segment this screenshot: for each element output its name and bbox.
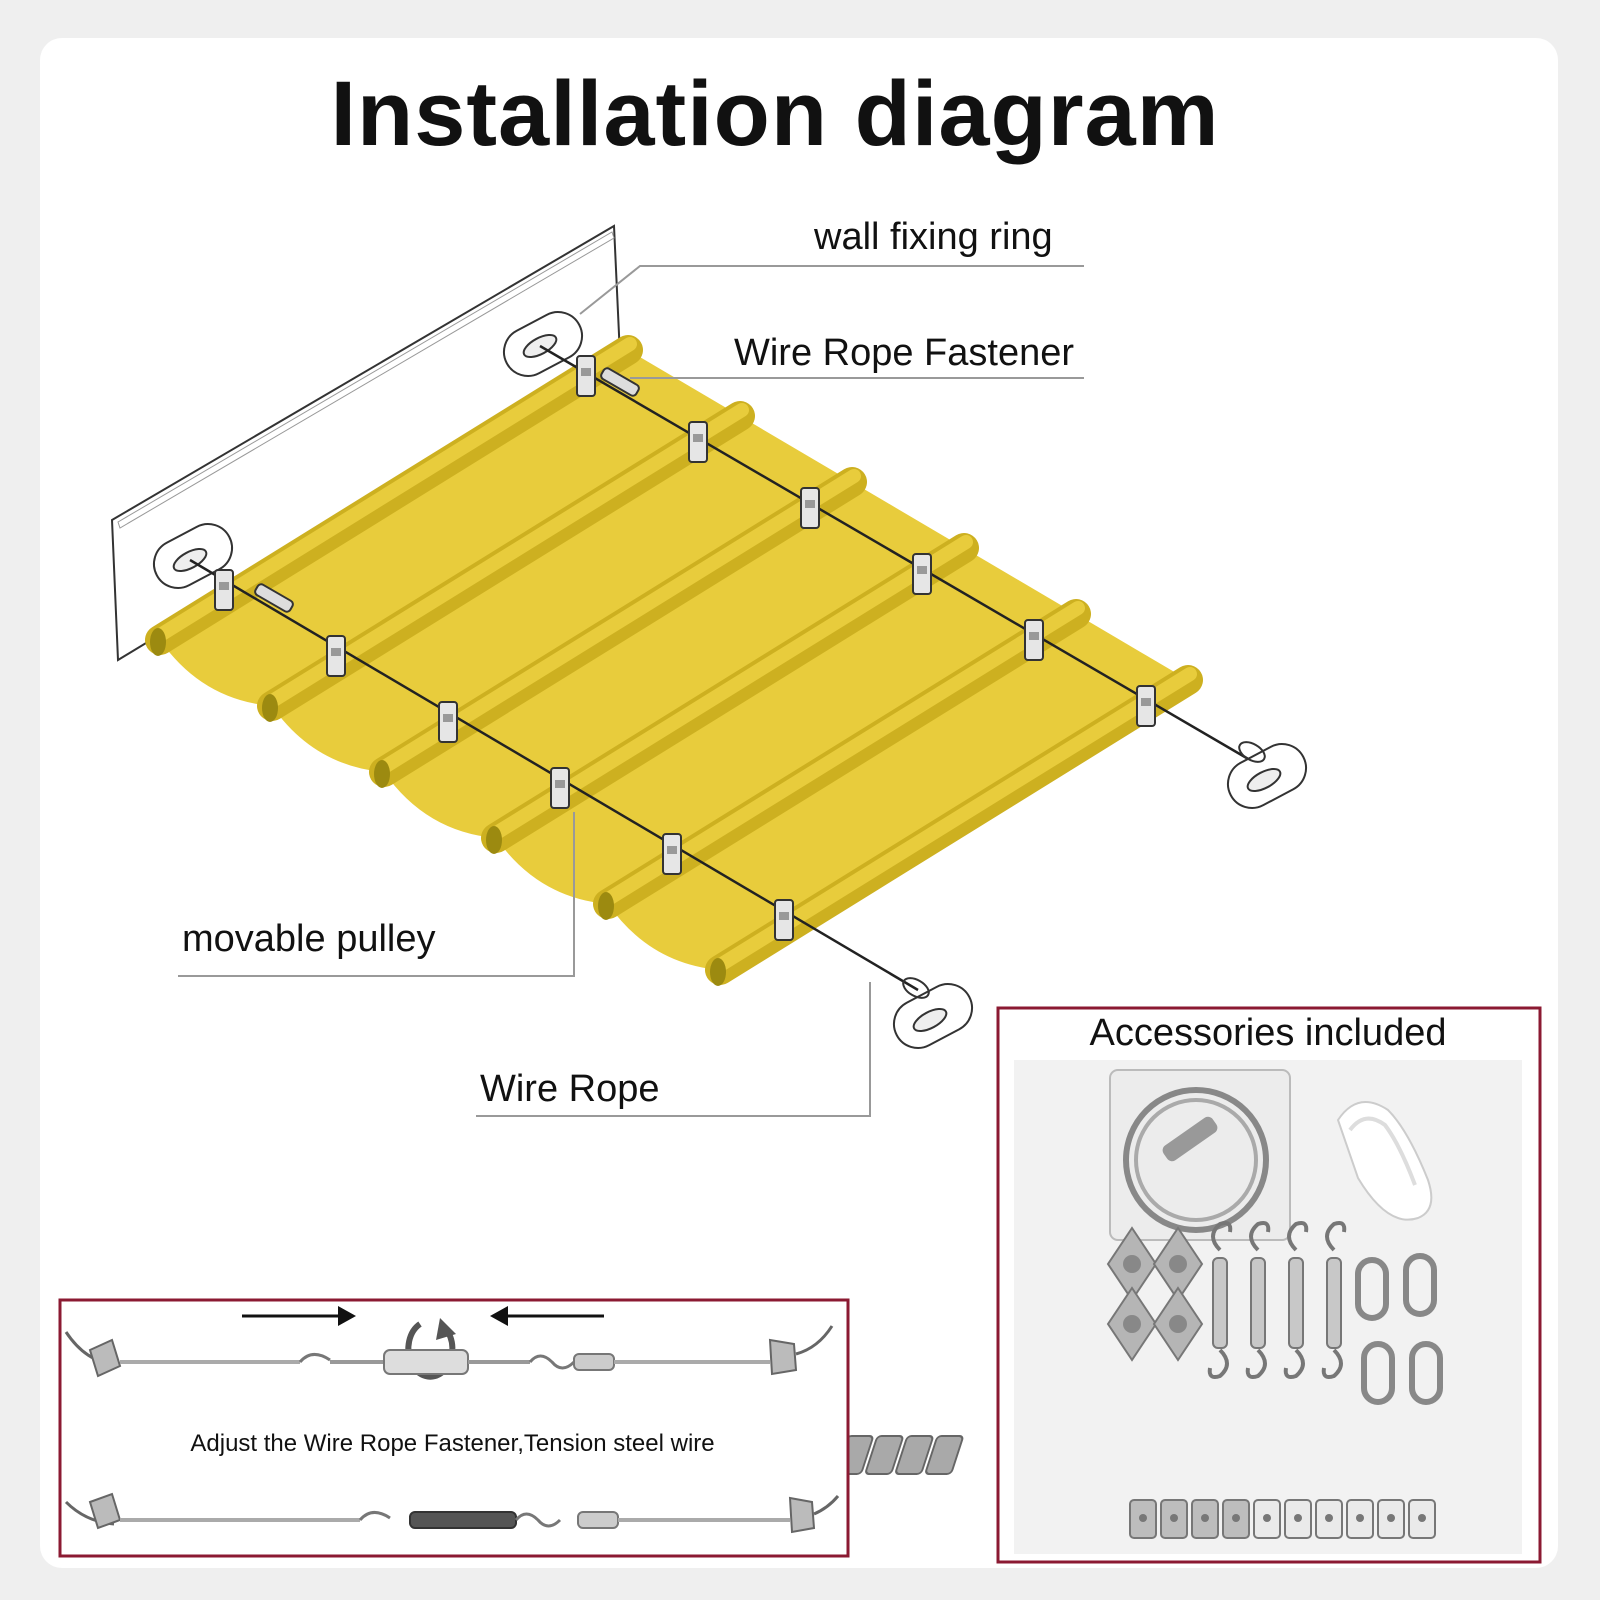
arrow-right-icon: [242, 1306, 356, 1326]
pulley-wheel: [1141, 698, 1151, 706]
awning-rod-end: [486, 826, 502, 854]
post-ring-right: [1226, 741, 1308, 809]
pad-eye-ring: [1123, 1255, 1141, 1273]
clip-pulley-top: [925, 1435, 964, 1475]
turnbuckle-hook-bottom: [1321, 1348, 1343, 1379]
turnbuckle-body: [1326, 1257, 1342, 1349]
pulley-wheel: [805, 500, 815, 508]
clip-pulley-hole: [1418, 1514, 1426, 1522]
awning-rod-highlight: [267, 403, 749, 707]
pulley-wheel: [555, 780, 565, 788]
pad-eye-ring: [1169, 1255, 1187, 1273]
wire-rope-fastener-top: [600, 367, 640, 397]
pulley-wheel: [581, 368, 591, 376]
pulley-wheel: [1029, 632, 1039, 640]
pad-eye-ring: [1123, 1315, 1141, 1333]
awning-rod-end: [262, 694, 278, 722]
turnbuckle-hook-top: [1287, 1221, 1309, 1252]
awning-panels: [145, 335, 1203, 986]
awning-rod-highlight: [491, 535, 973, 839]
wire-assembly-bottom: [64, 1492, 840, 1534]
pad-eyes: [1106, 1226, 1204, 1362]
pulley-wheel: [667, 846, 677, 854]
wire-assembly-top: [64, 1325, 834, 1378]
clip-pulley-hole: [1170, 1514, 1178, 1522]
pulley-wheel: [219, 582, 229, 590]
turnbuckles: [1207, 1221, 1347, 1379]
clip-pulley-hole: [1294, 1514, 1302, 1522]
clip-pulley-hole: [1325, 1514, 1333, 1522]
label-wire-rope-fastener: Wire Rope Fastener: [734, 332, 1075, 374]
pulley-wheel: [331, 648, 341, 656]
turnbuckle-body: [1288, 1257, 1304, 1349]
arrow-left-icon: [490, 1306, 604, 1326]
page-title: Installation diagram: [330, 63, 1220, 165]
awning-fabric-panel: [272, 416, 852, 772]
carabiner: [1403, 1253, 1437, 1317]
clip-pulley-hole: [1139, 1514, 1147, 1522]
awning-fabric-panel: [496, 548, 1076, 904]
leader-wall-ring: [579, 265, 1084, 315]
clip-pulley-hole: [1232, 1514, 1240, 1522]
awning-rod-highlight: [715, 667, 1197, 971]
leader-wire-rope: [476, 982, 871, 1117]
turnbuckle-hook-top: [1325, 1221, 1347, 1252]
carabiner: [1409, 1341, 1443, 1405]
awning-rod-end: [150, 628, 166, 656]
clip-pulley-top: [865, 1435, 904, 1475]
pulley-wheel: [917, 566, 927, 574]
clip-pulley-hole: [1387, 1514, 1395, 1522]
carabiners: [1355, 1253, 1443, 1405]
carabiner: [1361, 1341, 1395, 1405]
awning-rod-end: [710, 958, 726, 986]
turnbuckle-hook-top: [1249, 1221, 1271, 1252]
clip-pulley-hole: [1263, 1514, 1271, 1522]
pulley-wheel: [443, 714, 453, 722]
leader-pulley: [178, 812, 575, 977]
awning-rod-end: [598, 892, 614, 920]
clip-pulley-hole: [1201, 1514, 1209, 1522]
wire-rope-fastener-left: [254, 583, 294, 613]
adjust-caption: Adjust the Wire Rope Fastener,Tension st…: [190, 1430, 715, 1457]
clip-pulley-top: [895, 1435, 934, 1475]
awning-rod-end: [374, 760, 390, 788]
label-wire-rope: Wire Rope: [480, 1068, 660, 1110]
awning-rod-highlight: [379, 469, 861, 773]
movable-pulleys: [214, 355, 1156, 941]
awning-rod-highlight: [603, 601, 1085, 905]
awning-fabric-panel: [160, 350, 740, 706]
awning-fabric-panel: [384, 482, 964, 838]
pulley-wheel: [779, 912, 789, 920]
turnbuckle-hook-bottom: [1207, 1348, 1229, 1379]
pad-eye-ring: [1169, 1315, 1187, 1333]
turnbuckle-hook-bottom: [1245, 1348, 1267, 1379]
pulley-wheel: [693, 434, 703, 442]
turnbuckle-body: [1212, 1257, 1228, 1349]
label-movable-pulley: movable pulley: [182, 918, 436, 960]
accessories-title: Accessories included: [1089, 1012, 1447, 1054]
clip-pulley-hole: [1356, 1514, 1364, 1522]
wall-fixing-ring-top: [502, 311, 584, 377]
awning-fabric-panel: [608, 614, 1188, 970]
carabiner: [1355, 1257, 1389, 1321]
label-wall-fixing-ring: wall fixing ring: [814, 216, 1053, 258]
wire-rope-back: [539, 344, 1251, 762]
post-ring-front: [892, 977, 974, 1049]
turnbuckle-hook-top: [1211, 1221, 1233, 1252]
turnbuckle-hook-bottom: [1283, 1348, 1305, 1379]
wire-coil-bag: [1109, 1069, 1291, 1241]
turnbuckle-body: [1250, 1257, 1266, 1349]
white-straps: [1336, 1101, 1433, 1221]
awning-rod-highlight: [155, 337, 637, 641]
